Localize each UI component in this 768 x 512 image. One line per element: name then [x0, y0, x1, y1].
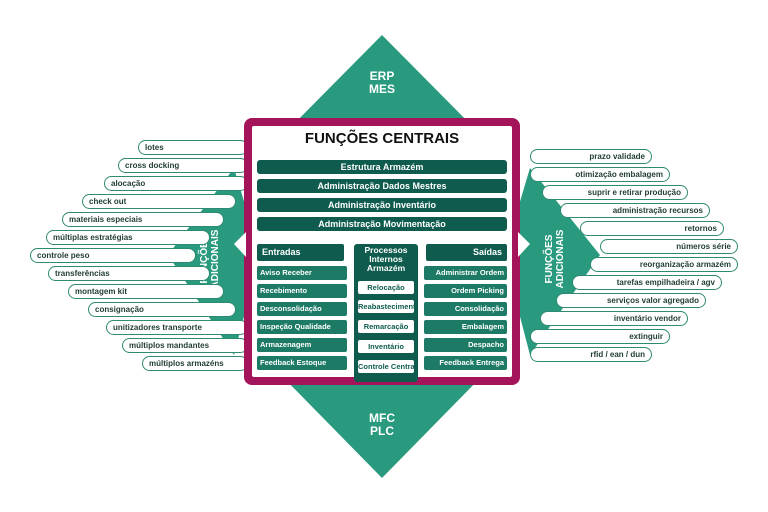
processos-item: Reabastecimento — [358, 300, 414, 313]
right-function-item: serviços valor agregado — [556, 293, 706, 308]
processos-item: Controle Central — [358, 360, 414, 373]
processos-header: Processos Internos Armazém — [354, 246, 418, 273]
right-function-item: tarefas empilhadeira / agv — [572, 275, 722, 290]
entradas-header: Entradas — [257, 244, 344, 261]
central-functions-box: FUNÇÕES CENTRAIS Estrutura Armazém Admin… — [244, 118, 520, 385]
processos-header-line2: Internos — [369, 254, 403, 264]
top-system-label: ERP MES — [352, 70, 412, 96]
saidas-item: Administrar Ordem — [424, 266, 507, 280]
right-function-item: administração recursos — [560, 203, 710, 218]
left-function-item: transferências — [48, 266, 210, 281]
right-function-item: extinguir — [530, 329, 670, 344]
saidas-item: Consolidação — [424, 302, 507, 316]
left-function-item: consignação — [88, 302, 236, 317]
entradas-item: Desconsolidação — [257, 302, 347, 316]
plc-label: PLC — [370, 424, 394, 438]
mfc-label: MFC — [369, 411, 395, 425]
processos-column: Processos Internos Armazém Relocação Rea… — [354, 244, 418, 382]
saidas-item: Ordem Picking — [424, 284, 507, 298]
bottom-triangle — [278, 372, 486, 478]
saidas-header: Saídas — [426, 244, 507, 261]
central-functions-panel: FUNÇÕES CENTRAIS Estrutura Armazém Admin… — [252, 126, 512, 382]
left-function-item: múltiplas estratégias — [46, 230, 210, 245]
entradas-item: Feedback Estoque — [257, 356, 347, 370]
left-function-item: controle peso — [30, 248, 196, 263]
left-function-item: múltiplos armazéns — [142, 356, 248, 371]
right-function-item: retornos — [580, 221, 724, 236]
processos-item: Remarcação — [358, 320, 414, 333]
right-diamond — [504, 168, 600, 355]
entradas-item: Aviso Receber — [257, 266, 347, 280]
right-function-item: prazo validade — [530, 149, 652, 164]
left-diamond — [168, 168, 260, 355]
central-bar: Estrutura Armazém — [257, 160, 507, 174]
right-function-item: reorganização armazém — [590, 257, 738, 272]
erp-label: ERP — [369, 69, 395, 83]
mes-label: MES — [368, 82, 395, 96]
central-title: FUNÇÕES CENTRAIS — [304, 130, 460, 147]
left-function-item: lotes — [138, 140, 248, 155]
left-function-item: check out — [82, 194, 236, 209]
right-function-item: otimização embalagem — [530, 167, 670, 182]
right-function-item: rfid / ean / dun — [530, 347, 652, 362]
central-bar: Administração Inventário — [257, 198, 507, 212]
saidas-item: Despacho — [424, 338, 507, 352]
right-function-item: números série — [600, 239, 738, 254]
central-bar: Administração Movimentação — [257, 217, 507, 231]
processos-item: Inventário — [358, 340, 414, 353]
left-function-item: unitizadores transporte — [106, 320, 248, 335]
entradas-item: Armazenagem — [257, 338, 347, 352]
right-function-item: inventário vendor — [540, 311, 688, 326]
bottom-system-label: MFC PLC — [352, 412, 412, 438]
processos-header-line3: Armazém — [366, 263, 406, 273]
left-arrow-notch — [234, 232, 246, 257]
processos-header-line1: Processos — [364, 245, 408, 255]
saidas-item: Feedback Entrega — [424, 356, 507, 370]
left-function-item: alocação — [104, 176, 248, 191]
left-function-item: materiais especiais — [62, 212, 224, 227]
entradas-item: Inspeção Qualidade — [257, 320, 347, 334]
entradas-item: Recebimento — [257, 284, 347, 298]
right-function-item: suprir e retirar produção — [542, 185, 688, 200]
processos-item: Relocação — [358, 281, 414, 294]
right-arrow-notch — [518, 232, 530, 257]
central-bar: Administração Dados Mestres — [257, 179, 507, 193]
top-triangle — [278, 35, 486, 140]
left-function-item: montagem kit — [68, 284, 224, 299]
saidas-item: Embalagem — [424, 320, 507, 334]
